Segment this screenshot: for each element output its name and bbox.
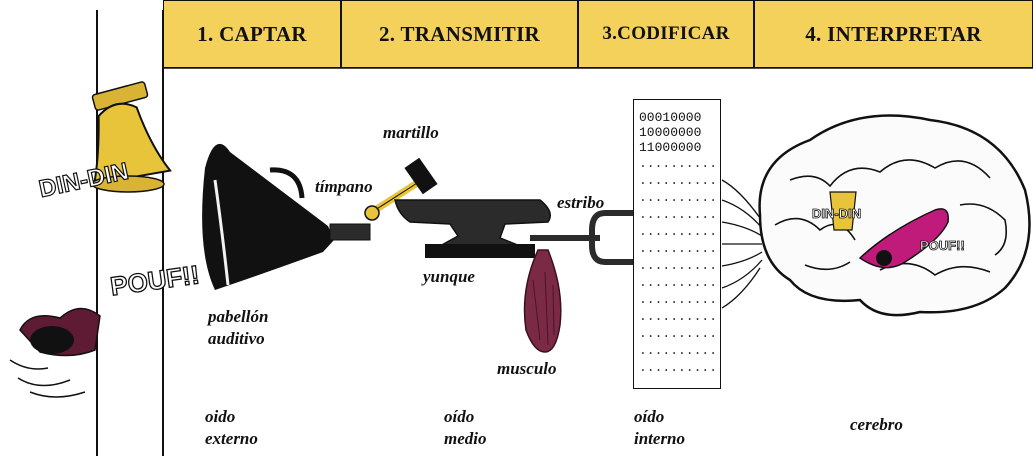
- stage-transmitir: 2. TRANSMITIR: [341, 0, 578, 68]
- stage-captar: 1. CAPTAR: [163, 0, 341, 68]
- label-oido-interno: oído interno: [634, 406, 685, 450]
- dotted-rows: ........................................…: [639, 155, 720, 376]
- label-oido-medio-line2: medio: [444, 429, 487, 448]
- label-oido-interno-line1: oído: [634, 407, 664, 426]
- crash-sound-word: POUF!!: [108, 259, 201, 301]
- label-oido-interno-line2: interno: [634, 429, 685, 448]
- motion-lines: [10, 360, 85, 397]
- label-timpano: tímpano: [315, 176, 373, 198]
- label-oido-externo-line1: oido: [205, 407, 235, 426]
- stage-transmitir-label: 2. TRANSMITIR: [379, 22, 540, 47]
- stage-codificar: 3.CODIFICAR: [578, 0, 754, 68]
- ear-funnel: [202, 144, 370, 290]
- brain-crash-word: POUF!!: [920, 238, 965, 253]
- stage-captar-label: 1. CAPTAR: [197, 22, 307, 47]
- label-oido-externo: oido externo: [205, 406, 258, 450]
- binary-code-1: 00010000: [639, 110, 720, 125]
- crash-cloud: [20, 308, 100, 355]
- label-estribo: estribo: [557, 192, 604, 214]
- label-martillo: martillo: [383, 122, 439, 144]
- nerve-lines: [722, 180, 762, 308]
- label-cerebro: cerebro: [850, 414, 903, 436]
- binary-code-3: 11000000: [639, 140, 720, 155]
- binary-code-2: 10000000: [639, 125, 720, 140]
- stage-interpretar-label: 4. INTERPRETAR: [805, 22, 982, 47]
- muscle-icon: [525, 250, 561, 352]
- label-pabellon-line2: auditivo: [208, 329, 265, 348]
- label-pabellon: pabellón auditivo: [208, 306, 268, 350]
- bell-sound-word: DIN-DIN: [37, 158, 131, 203]
- stage-interpretar: 4. INTERPRETAR: [754, 0, 1033, 68]
- label-pabellon-line1: pabellón: [208, 307, 268, 326]
- label-oido-externo-line2: externo: [205, 429, 258, 448]
- brain-illustration: [760, 116, 1030, 316]
- coding-box: 00010000 10000000 11000000 .............…: [633, 99, 721, 389]
- brain-bell-word: DIN-DIN: [812, 206, 861, 221]
- label-oido-medio-line1: oído: [444, 407, 474, 426]
- stage-codificar-label: 3.CODIFICAR: [602, 23, 729, 45]
- label-yunque: yunque: [423, 266, 475, 288]
- label-oido-medio: oído medio: [444, 406, 487, 450]
- label-musculo: musculo: [497, 358, 557, 380]
